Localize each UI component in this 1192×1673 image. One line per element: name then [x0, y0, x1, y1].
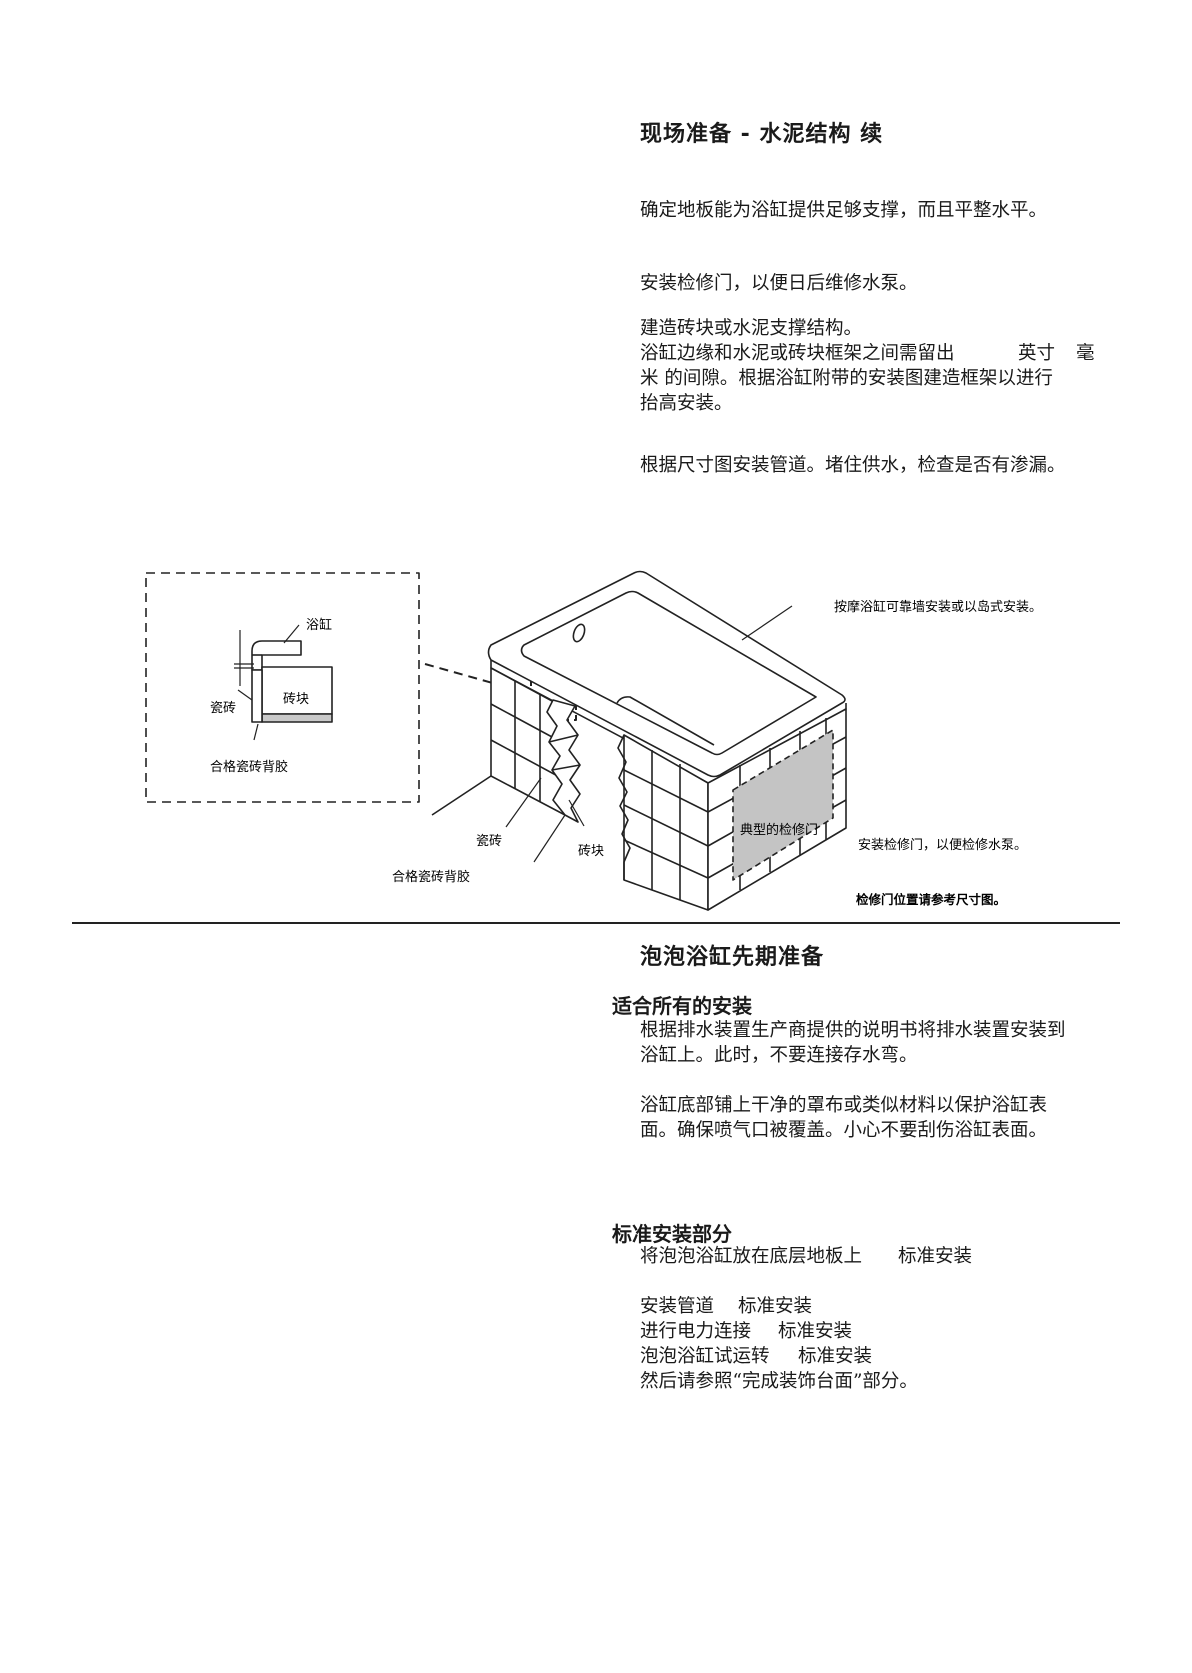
- label-adhesive: 合格瓷砖背胶: [392, 869, 470, 885]
- tub-drain: [572, 623, 586, 643]
- inset-label-brick: 砖块: [283, 692, 309, 707]
- bathtub-installation-diagram: 浴缸 砖块 瓷砖 合格瓷砖背胶 瓷砖 砖块 合格瓷砖背胶 典型的检修门 按摩浴缸…: [145, 570, 1042, 911]
- paragraph-piping: 根据尺寸图安装管道。堵住供水，检查是否有渗漏。: [640, 455, 1066, 476]
- paragraph-gap-line2: 米 的间隙。根据浴缸附带的安装图建造框架以进行: [640, 368, 1053, 389]
- access-door: [732, 729, 834, 881]
- paragraph-build-support: 建造砖块或水泥支撑结构。: [640, 318, 863, 339]
- inset-tub-edge: [251, 640, 302, 671]
- paragraph-access-door: 安装检修门，以便日后维修水泵。: [640, 273, 918, 294]
- gap-unit-mm: 毫: [1076, 343, 1095, 364]
- note-access-position: 检修门位置请参考尺寸图。: [856, 892, 1006, 907]
- step-electrical-tag: 标准安装: [778, 1321, 853, 1342]
- detail-inset-frame: [145, 572, 420, 803]
- step-see-finishing: 然后请参照“完成装饰台面”部分。: [640, 1371, 918, 1392]
- label-brick: 砖块: [578, 844, 604, 859]
- inset-label-adhesive: 合格瓷砖背胶: [210, 759, 288, 775]
- note-install-access: 安装检修门，以便检修水泵。: [858, 838, 1027, 853]
- step-electrical: 进行电力连接: [640, 1321, 752, 1342]
- subheading-all-installs: 适合所有的安装: [612, 994, 752, 1018]
- step-piping: 安装管道: [640, 1296, 715, 1317]
- section-title-site-prep: 现场准备 - 水泥结构 续: [640, 122, 884, 147]
- step-place-tub: 将泡泡浴缸放在底层地板上: [640, 1246, 863, 1267]
- gap-unit-inch: 英寸: [1018, 343, 1056, 364]
- paragraph-protect-line2: 面。确保喷气口被覆盖。小心不要刮伤浴缸表面。: [640, 1120, 1048, 1141]
- inset-brick: [261, 666, 333, 715]
- paragraph-gap-line1: 浴缸边缘和水泥或砖块框架之间需留出: [640, 343, 955, 364]
- step-test-run-tag: 标准安装: [798, 1346, 873, 1367]
- paragraph-drain-line2: 浴缸上。此时，不要连接存水弯。: [640, 1045, 918, 1066]
- inset-label-tub: 浴缸: [306, 617, 332, 633]
- step-place-tub-tag: 标准安装: [898, 1246, 973, 1267]
- subheading-standard-install: 标准安装部分: [612, 1222, 732, 1246]
- tub-basin: [520, 590, 817, 756]
- paragraph-gap-line3: 抬高安装。: [640, 393, 733, 414]
- paragraph-protect-line1: 浴缸底部铺上干净的罩布或类似材料以保护浴缸表: [640, 1095, 1048, 1116]
- inset-label-tile: 瓷砖: [210, 701, 236, 716]
- paragraph-drain-line1: 根据排水装置生产商提供的说明书将排水装置安装到: [640, 1020, 1066, 1041]
- step-piping-tag: 标准安装: [738, 1296, 813, 1317]
- note-wall-or-island: 按摩浴缸可靠墙安装或以岛式安装。: [834, 599, 1042, 615]
- section-divider: [72, 922, 1120, 924]
- section-title-bubble-bath-prep: 泡泡浴缸先期准备: [640, 945, 825, 970]
- step-test-run: 泡泡浴缸试运转: [640, 1346, 770, 1367]
- label-tile: 瓷砖: [476, 834, 502, 849]
- inset-tile: [251, 669, 263, 723]
- paragraph-floor-support: 确定地板能为浴缸提供足够支撑，而且平整水平。: [640, 200, 1048, 221]
- label-access-door: 典型的检修门: [740, 822, 818, 838]
